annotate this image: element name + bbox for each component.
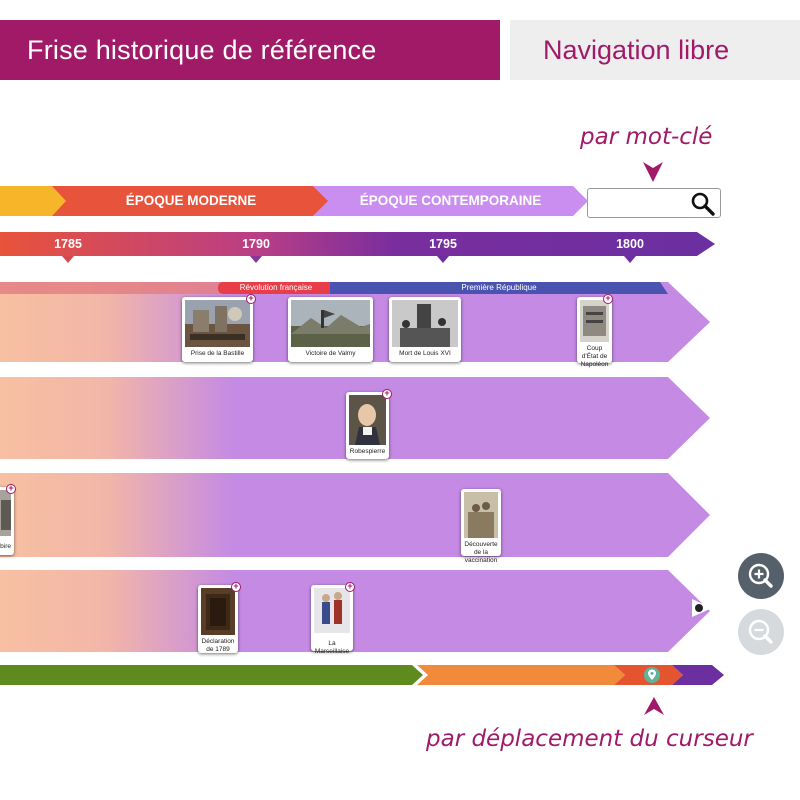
event-card-vaccination[interactable]: Découverte de la vaccination (461, 489, 501, 564)
partial-card-edge (692, 599, 712, 617)
event-card-bastille[interactable]: Prise de la Bastille + (182, 294, 256, 362)
plus-icon[interactable]: + (603, 294, 613, 304)
era-label-contemporaine: ÉPOQUE CONTEMPORAINE (359, 193, 542, 208)
event-card-partial[interactable]: bire + (0, 484, 16, 555)
period-bar-republique (330, 282, 668, 294)
card-label: Robespierre (349, 448, 386, 455)
tab-frise-historique[interactable]: Frise historique de référence (0, 20, 500, 80)
tab-navigation-libre[interactable]: Navigation libre (510, 20, 800, 80)
keyword-hint-arrow-icon (643, 162, 663, 182)
year-label-1785: 1785 (54, 237, 82, 251)
plus-icon[interactable]: + (6, 484, 16, 494)
card-label: La Marseillaise (314, 640, 350, 655)
year-tick-1800 (624, 256, 636, 263)
period-label-republique: Première République (461, 283, 537, 292)
card-label: Victoire de Valmy (305, 350, 356, 357)
event-card-robespierre[interactable]: Robespierre + (346, 389, 392, 459)
card-label: Découverte de la vaccination (464, 541, 498, 564)
plus-icon[interactable]: + (246, 294, 256, 304)
era-arrow-contemporaine (313, 186, 588, 216)
zoom-out-button[interactable] (738, 609, 784, 655)
zoom-in-button[interactable] (738, 553, 784, 599)
nav-segment-purple (672, 665, 724, 685)
zoom-out-icon (748, 619, 773, 644)
event-card-valmy[interactable]: Victoire de Valmy (288, 297, 373, 362)
bastille-thumbnail (185, 300, 250, 347)
year-label-1795: 1795 (429, 237, 457, 251)
card-label: Coup d'État de Napoléon (580, 345, 609, 368)
years-band (0, 232, 715, 263)
period-bar-revolution (218, 282, 334, 294)
navigation-strip[interactable] (0, 665, 730, 689)
year-tick-1795 (437, 256, 449, 263)
year-label-1800: 1800 (616, 237, 644, 251)
coup-etat-thumbnail (580, 300, 609, 342)
band-row-3 (0, 473, 710, 557)
declaration-thumbnail (201, 588, 235, 635)
plus-icon[interactable]: + (231, 582, 241, 592)
event-card-louis-xvi[interactable]: Mort de Louis XVI (389, 297, 461, 362)
search-field (587, 188, 721, 218)
robespierre-thumbnail (349, 395, 386, 445)
event-card-coup-etat[interactable]: Coup d'État de Napoléon + (577, 294, 613, 368)
marseillaise-thumbnail (314, 588, 350, 633)
search-icon[interactable] (689, 190, 717, 217)
era-arrow-moderne (52, 186, 329, 216)
event-card-marseillaise[interactable]: La Marseillaise + (311, 582, 355, 655)
era-label-moderne: ÉPOQUE MODERNE (125, 193, 257, 208)
partial-thumbnail (0, 490, 11, 536)
valmy-thumbnail (291, 300, 370, 347)
keyword-hint: par mot-clé (580, 124, 713, 150)
year-tick-1785 (62, 256, 74, 263)
event-card-declaration[interactable]: Déclaration de 1789 + (198, 582, 241, 653)
zoom-in-icon (748, 563, 773, 588)
year-tick-1790 (250, 256, 262, 263)
search-input[interactable] (594, 193, 690, 215)
band-row-4 (0, 570, 710, 652)
period-label-revolution: Révolution française (239, 283, 313, 292)
vaccination-thumbnail (464, 492, 498, 538)
location-pin-icon[interactable] (643, 666, 661, 684)
era-arrow-previous (0, 186, 68, 216)
card-label: Déclaration de 1789 (201, 638, 235, 653)
nav-segment-orange (417, 665, 625, 685)
card-label: Mort de Louis XVI (399, 350, 451, 357)
nav-segment-green (0, 665, 423, 685)
plus-icon[interactable]: + (345, 582, 355, 592)
cursor-hint: par déplacement du curseur (426, 726, 753, 752)
year-label-1790: 1790 (242, 237, 270, 251)
cursor-hint-arrow-icon (644, 697, 664, 715)
era-band (0, 186, 588, 216)
louis-xvi-thumbnail (392, 300, 458, 347)
card-label: bire (0, 543, 11, 550)
card-label: Prise de la Bastille (190, 350, 245, 357)
plus-icon[interactable]: + (382, 389, 392, 399)
